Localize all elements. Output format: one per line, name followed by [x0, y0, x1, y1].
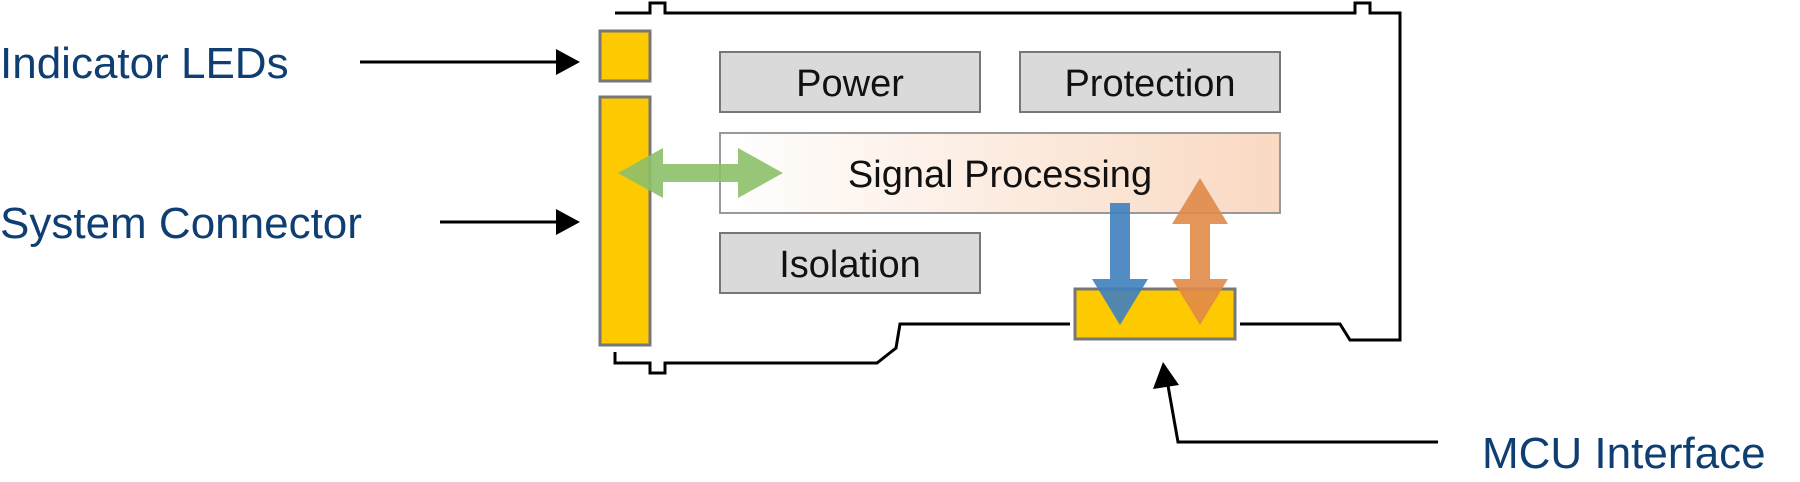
orange-bidirectional-arrow [1172, 178, 1228, 325]
system-connector-label: System Connector [0, 199, 362, 248]
mcu-interface-label: MCU Interface [1482, 429, 1766, 478]
indicator-leds-arrowhead-icon [556, 49, 580, 75]
signal-processing-label: Signal Processing [848, 154, 1152, 196]
mcu-interface-arrowhead-icon [1153, 362, 1179, 389]
isolation-label: Isolation [779, 244, 921, 286]
indicator-leds-label: Indicator LEDs [0, 39, 289, 88]
protection-block [1019, 51, 1281, 113]
protection-label: Protection [1064, 63, 1235, 105]
indicator-led-block [598, 29, 652, 83]
mcu-interface-pointer [1165, 379, 1438, 444]
blue-down-arrow [1092, 203, 1148, 325]
green-bidirectional-arrow [618, 148, 783, 198]
system-connector-block [598, 95, 652, 347]
power-label: Power [796, 63, 904, 105]
isolation-block [719, 232, 981, 294]
power-block [719, 51, 981, 113]
board-outline [613, 1, 1402, 375]
system-connector-arrowhead-icon [556, 209, 580, 235]
